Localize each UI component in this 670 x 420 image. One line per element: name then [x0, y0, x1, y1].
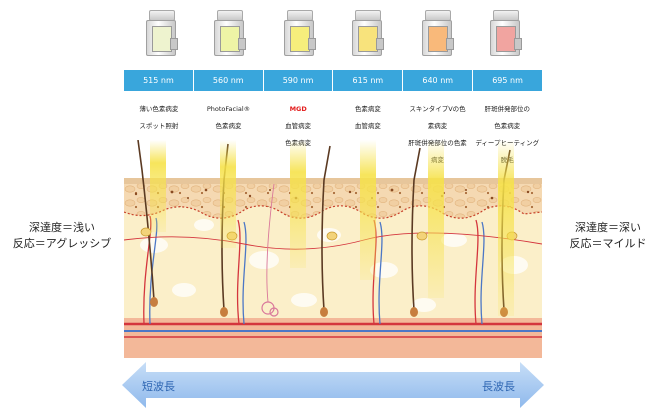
beam-615 [360, 140, 376, 280]
filter-glass-615 [358, 26, 378, 52]
basal-line [124, 205, 542, 219]
indication-590-line1: 血管病変 [285, 121, 312, 130]
filter-glass-590 [290, 26, 310, 52]
wavelength-band: 515 nm 560 nm 590 nm 615 nm 640 nm 695 n… [124, 70, 542, 91]
indication-515-line1: 薄い色素病変 [139, 104, 179, 113]
indication-560-line2: 色素病変 [215, 121, 242, 130]
wavelength-590: 590 nm [264, 70, 334, 91]
wavelength-515: 515 nm [124, 70, 194, 91]
filter-row [124, 10, 542, 65]
beam-695 [498, 140, 514, 316]
indication-695-line1: 肝斑併発部位の [484, 104, 530, 113]
indication-695-line2: 色素病変 [494, 121, 521, 130]
left-caption: 深達度＝浅い 反応＝アグレッシブ [4, 220, 120, 252]
wavelength-560: 560 nm [194, 70, 264, 91]
indication-615: 色素病変 血管病変 [333, 96, 403, 146]
long-wavelength-label: 長波長 [482, 380, 515, 393]
filter-icon [284, 10, 316, 58]
indication-615-line2: 血管病変 [354, 121, 381, 130]
beam-560 [220, 140, 236, 248]
right-caption-reaction: 反応＝マイルド [569, 237, 647, 250]
skin-cross-section [124, 140, 542, 358]
wavelength-615: 615 nm [333, 70, 404, 91]
indication-590-highlight: MGD [289, 104, 307, 113]
filter-icon [422, 10, 454, 58]
indication-515: 薄い色素病変 スポット照射 [124, 96, 194, 146]
indication-560: PhotoFacial® 色素病変 [194, 96, 264, 146]
filter-glass-640 [428, 26, 448, 52]
indication-640-line2: 素病変 [427, 121, 448, 130]
filter-glass-560 [220, 26, 240, 52]
beam-590 [290, 140, 306, 268]
filter-glass-515 [152, 26, 172, 52]
indication-560-line1: PhotoFacial® [206, 104, 251, 113]
indication-515-line2: スポット照射 [139, 121, 179, 130]
left-caption-reaction: 反応＝アグレッシブ [12, 237, 112, 250]
sweat-gland-icon [261, 183, 279, 317]
left-caption-depth: 深達度＝浅い [29, 221, 95, 234]
indication-640-line1: スキンタイプVの色 [409, 104, 466, 113]
indication-590: MGD 血管病変 色素病変 [263, 96, 333, 147]
wavelength-695: 695 nm [492, 76, 523, 85]
indication-695: 肝斑併発部位の 色素病変 ディープヒーティング 脱毛 [472, 96, 542, 164]
beam-640 [428, 140, 444, 298]
wavelength-640: 640 nm [403, 70, 474, 91]
right-caption: 深達度＝深い 反応＝マイルド [550, 220, 666, 252]
filter-icon [490, 10, 522, 58]
indication-labels: 薄い色素病変 スポット照射 PhotoFacial® 色素病変 MGD 血管病変… [124, 96, 542, 164]
short-wavelength-label: 短波長 [142, 380, 175, 393]
light-beams [150, 140, 514, 316]
indication-615-line1: 色素病変 [354, 104, 381, 113]
filter-glass-695 [496, 26, 516, 52]
beam-515 [150, 140, 166, 232]
skin-surface [124, 178, 542, 184]
wavelength-arrow [122, 362, 544, 408]
filter-icon [352, 10, 384, 58]
filter-icon [146, 10, 178, 58]
filter-icon [214, 10, 246, 58]
right-caption-depth: 深達度＝深い [575, 221, 641, 234]
